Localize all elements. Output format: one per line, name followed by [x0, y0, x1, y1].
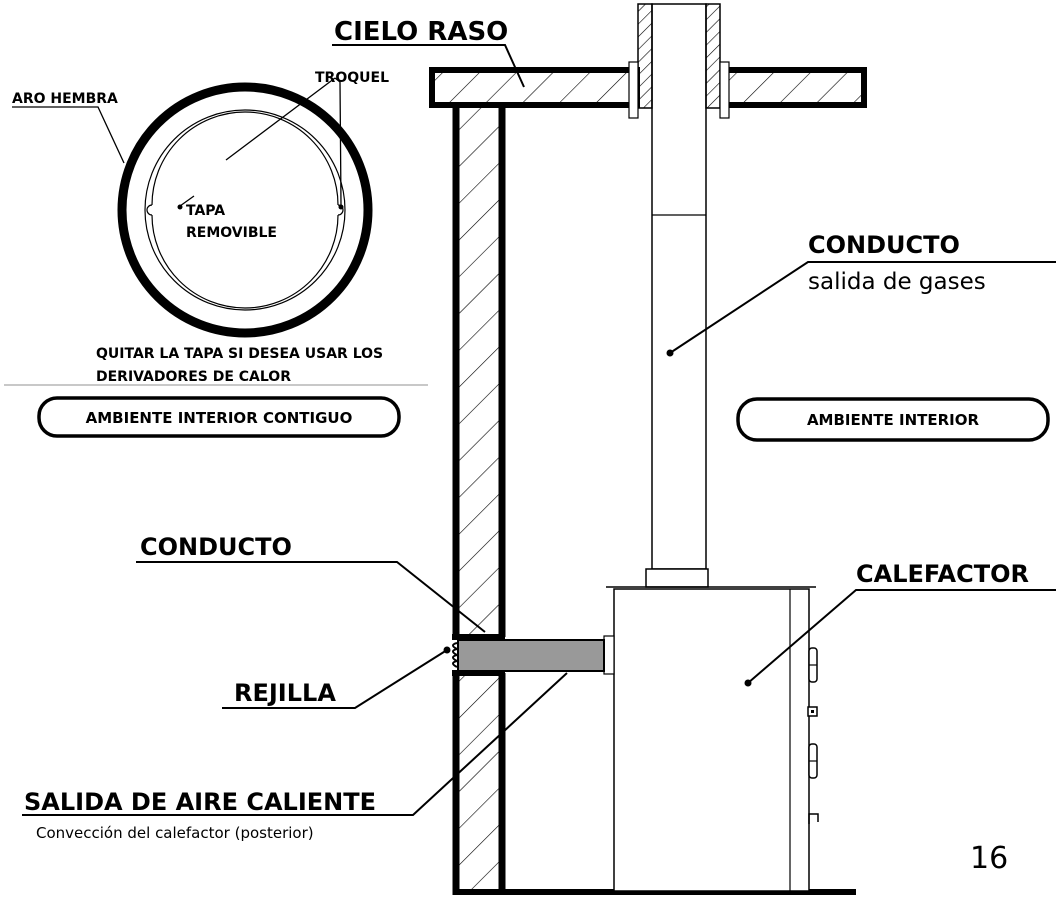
hot-air-duct [457, 639, 605, 672]
grille-coil [452, 642, 458, 668]
flue-title-label: CONDUCTO [808, 231, 960, 259]
leader-dots [177, 204, 752, 687]
removable-cap-label: TAPA [186, 203, 225, 219]
interior-room-label: AMBIENTE INTERIOR [807, 411, 980, 429]
instruction-line-1: QUITAR LA TAPA SI DESEA USAR LOS [96, 346, 383, 362]
heater-label: CALEFACTOR [856, 560, 1029, 588]
die-cut-label: TROQUEL [315, 70, 389, 86]
adjacent-room-box [37, 396, 401, 438]
instruction-line-2: DERIVADORES DE CALOR [96, 369, 291, 385]
wall [452, 102, 506, 895]
leader-lines [12, 77, 342, 207]
grille-label: REJILLA [234, 679, 336, 707]
ceiling-slab [429, 67, 867, 108]
duct-title-label: CONDUCTO [140, 533, 292, 561]
page-number: 16 [970, 841, 1008, 876]
removable-cap-label-2: REMOVIBLE [186, 225, 277, 241]
hot-air-subtitle-label: Convección del calefactor (posterior) [36, 824, 314, 842]
ceiling-label: CIELO RASO [334, 17, 508, 47]
leader-lines-main [22, 44, 1056, 816]
adjacent-room-label: AMBIENTE INTERIOR CONTIGUO [86, 409, 353, 427]
ring-detail [117, 82, 373, 338]
interior-room-box [736, 397, 1050, 442]
hot-air-outlet-label: SALIDA DE AIRE CALIENTE [24, 788, 376, 816]
flue-pipe [628, 3, 730, 588]
female-ring-label: ARO HEMBRA [12, 91, 118, 107]
heater-body [603, 586, 819, 892]
flue-subtitle-label: salida de gases [808, 269, 986, 295]
